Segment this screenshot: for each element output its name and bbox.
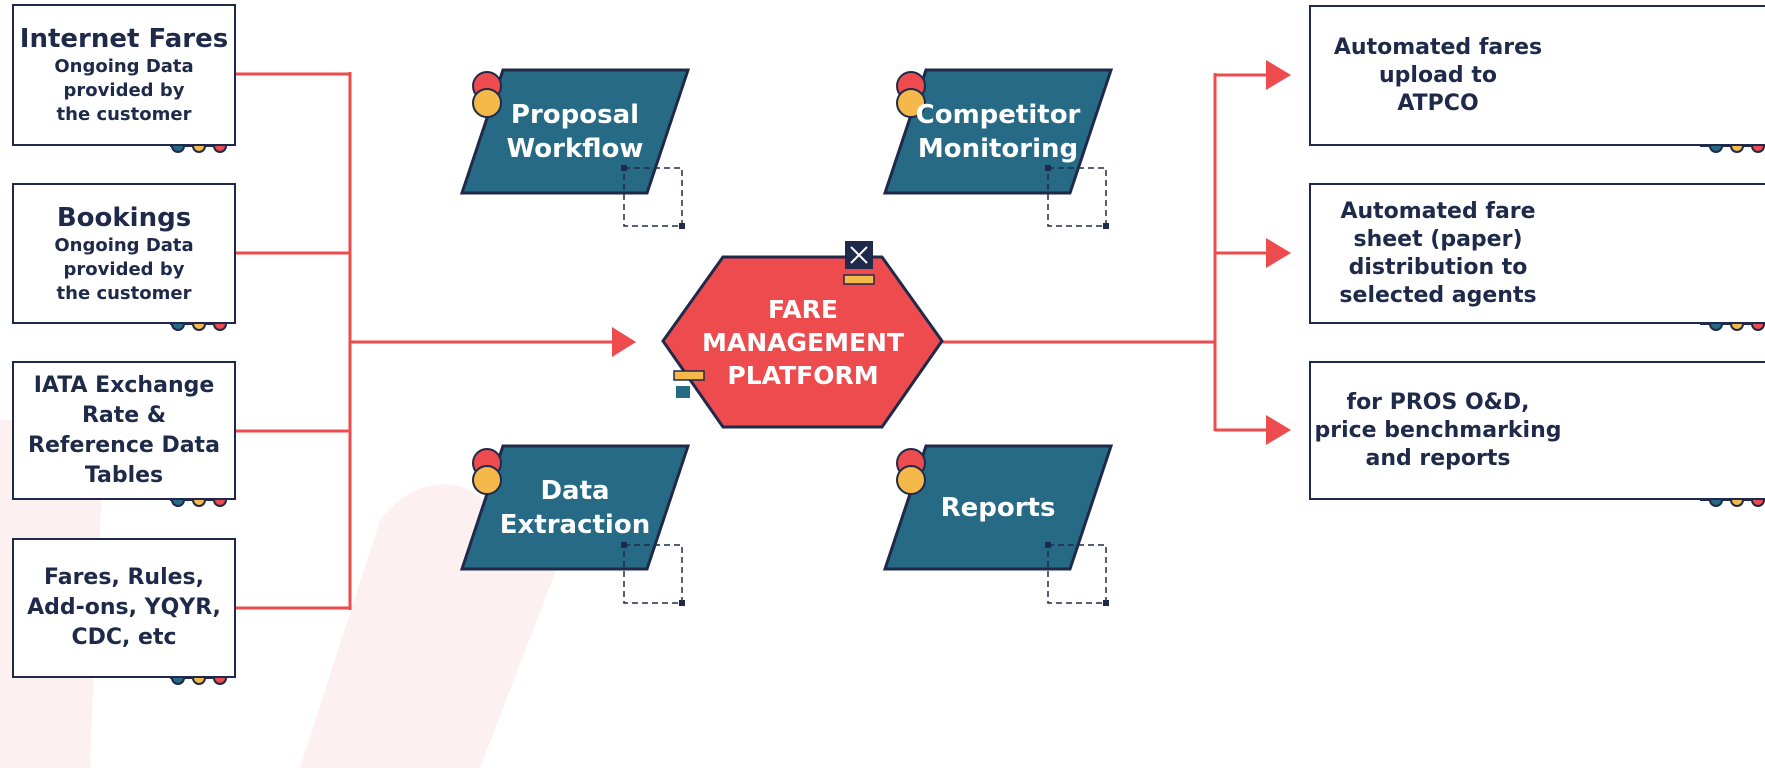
module-text-line: Workflow [506, 134, 644, 164]
output-text-line: ATPCO [1397, 90, 1479, 116]
input-subtext: Ongoing Data [54, 56, 194, 77]
output-text-line: distribution to [1348, 254, 1528, 280]
output-text-line: Automated fares [1333, 34, 1543, 60]
platform-hexagon [661, 255, 944, 429]
data-extraction-label: Data Extraction [495, 472, 655, 544]
output-text-line: upload to [1379, 62, 1497, 88]
input-box-iata: IATA Exchange Rate & Reference Data Tabl… [12, 361, 236, 500]
frame-corner-dot [1103, 223, 1109, 229]
module-text-line: Proposal [510, 100, 640, 130]
input-text-line: Tables [84, 462, 164, 488]
input-subtext: the customer [56, 104, 192, 125]
input-text-line: Rate & [81, 402, 167, 428]
platform-label: FARE MANAGEMENT PLATFORM [693, 288, 913, 396]
output-box-atpco: Automated fares upload to ATPCO [1309, 5, 1765, 146]
dashed-frame-extraction [623, 544, 683, 604]
dashed-frame-reports [1047, 544, 1107, 604]
close-icon [850, 246, 868, 264]
arrow-to-platform [612, 327, 636, 357]
badge-data-extraction [472, 448, 502, 495]
input-text-line: Reference Data [28, 432, 220, 458]
output-text-line: and reports [1365, 445, 1511, 471]
module-text-line: Extraction [499, 510, 651, 540]
teal-square-accent [676, 386, 690, 398]
module-text-line: Reports [940, 493, 1056, 523]
platform-text-line: PLATFORM [727, 360, 879, 390]
output-text-line: Automated fare [1340, 198, 1536, 224]
input-text-line: CDC, etc [71, 625, 177, 650]
competitor-monitoring-shape [882, 68, 1114, 195]
output-box-fare-sheet: Automated fare sheet (paper) distributio… [1309, 183, 1765, 324]
badge-proposal-workflow [472, 71, 502, 118]
frame-corner-dot [1103, 600, 1109, 606]
competitor-monitoring-label: Competitor Monitoring [915, 96, 1081, 168]
arrow-atpco [1266, 60, 1291, 90]
frame-corner-dot [1045, 542, 1051, 548]
yellow-bar-accent [673, 370, 705, 381]
input-subtext: provided by [63, 80, 185, 101]
input-subtext: the customer [56, 282, 192, 304]
badge-competitor-monitoring [896, 71, 926, 118]
input-box-internet-fares: Internet Fares Ongoing Data provided by … [12, 4, 236, 146]
arrow-pros [1266, 415, 1291, 445]
module-text-line: Monitoring [917, 134, 1079, 164]
badge-reports [896, 448, 926, 495]
frame-corner-dot [679, 223, 685, 229]
module-text-line: Data [540, 476, 610, 506]
frame-corner-dot [621, 165, 627, 171]
input-subtext: provided by [63, 258, 185, 280]
input-text-line: Fares, Rules, [44, 565, 204, 590]
platform-text-line: MANAGEMENT [701, 327, 905, 357]
input-box-fares-rules: Fares, Rules, Add-ons, YQYR, CDC, etc [12, 538, 236, 678]
reports-shape [882, 444, 1114, 571]
input-text-line: IATA Exchange [33, 372, 215, 398]
output-text-line: price benchmarking [1314, 417, 1562, 443]
input-subtext: Ongoing Data [54, 234, 194, 256]
platform-text-line: FARE [768, 294, 838, 324]
proposal-workflow-label: Proposal Workflow [495, 96, 655, 168]
yellow-bar-accent [843, 274, 875, 285]
data-extraction-shape [459, 444, 691, 571]
input-title: Bookings [56, 202, 192, 233]
reports-label: Reports [918, 472, 1078, 544]
proposal-workflow-shape [459, 68, 691, 195]
frame-corner-dot [1045, 165, 1051, 171]
output-text-line: sheet (paper) [1353, 226, 1523, 252]
output-text-line: for PROS O&D, [1346, 389, 1530, 415]
input-text-line: Add-ons, YQYR, [27, 595, 221, 620]
input-box-bookings: Bookings Ongoing Data provided by the cu… [12, 183, 236, 324]
output-box-pros: for PROS O&D, price benchmarking and rep… [1309, 361, 1765, 500]
frame-corner-dot [621, 542, 627, 548]
input-title: Internet Fares [19, 24, 229, 54]
dashed-frame-competitor [1047, 167, 1107, 227]
module-text-line: Competitor [915, 100, 1081, 130]
frame-corner-dot [679, 600, 685, 606]
dashed-frame-proposal [623, 167, 683, 227]
arrow-fare-sheet [1266, 238, 1291, 268]
output-text-line: selected agents [1339, 282, 1537, 308]
